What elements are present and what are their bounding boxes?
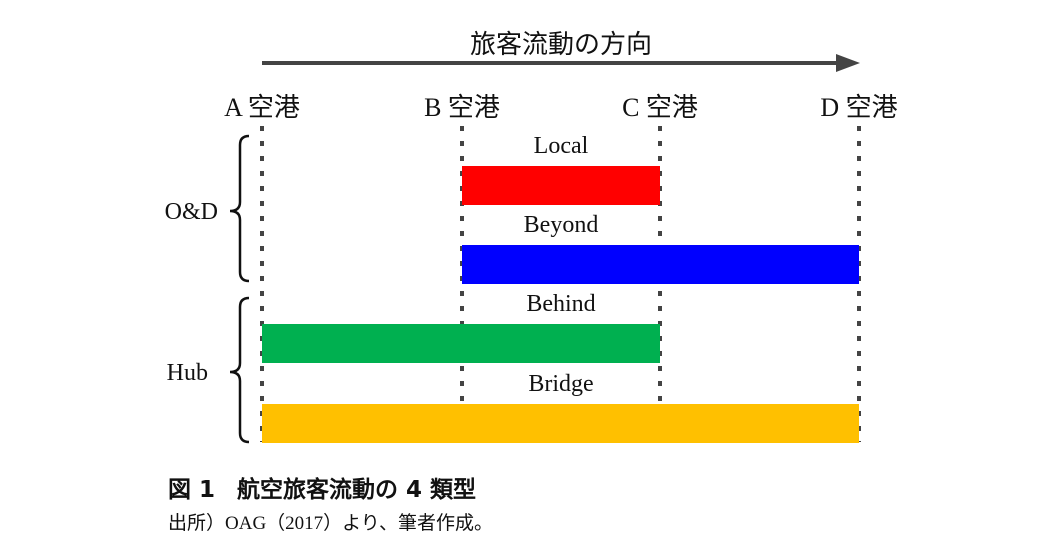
hub-group-brace <box>229 296 250 444</box>
flow-label-beyond: Beyond <box>524 212 599 238</box>
flow-label-local: Local <box>534 133 589 159</box>
flow-bar-bridge <box>262 404 859 443</box>
flow-bar-local <box>462 166 660 205</box>
flow-label-bridge: Bridge <box>528 371 593 397</box>
hub-group-label: Hub <box>167 360 208 386</box>
figure-title: 航空旅客流動の 4 類型 <box>237 477 477 503</box>
flow-type-diagram: 旅客流動の方向 A 空港 B 空港 C 空港 D 空港 O&D Hub Loca… <box>165 30 898 444</box>
od-group-brace <box>229 134 250 283</box>
airport-label-d: D 空港 <box>820 93 897 122</box>
airport-label-b: B 空港 <box>424 93 500 122</box>
figure-number: 図 1 <box>168 477 216 503</box>
figure-caption: 図 1 航空旅客流動の 4 類型 <box>168 470 476 504</box>
direction-arrow-head <box>836 54 860 72</box>
flow-bar-beyond <box>462 245 859 284</box>
source-note: 出所）OAG（2017）より、筆者作成。 <box>168 513 494 534</box>
direction-label: 旅客流動の方向 <box>470 30 652 59</box>
airport-label-c: C 空港 <box>622 93 698 122</box>
od-group-label: O&D <box>165 199 218 225</box>
airport-label-a: A 空港 <box>224 93 300 122</box>
flow-label-behind: Behind <box>526 291 595 317</box>
flow-bar-behind <box>262 324 660 363</box>
